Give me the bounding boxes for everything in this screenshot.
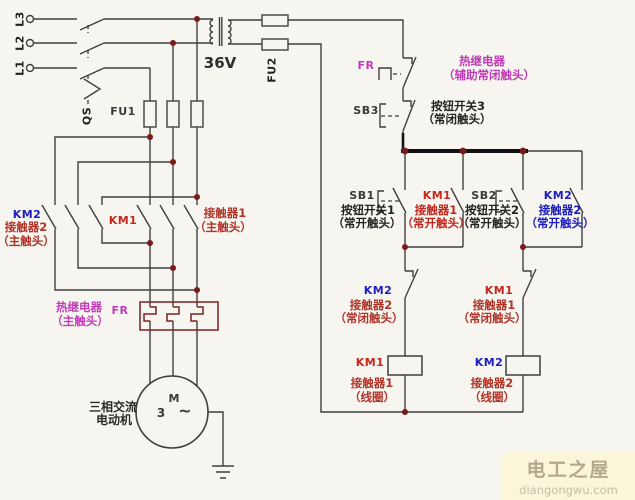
supply-terminals	[25, 14, 35, 73]
transformer-voltage-label: 36V	[203, 54, 237, 72]
sb2-code: SB2	[471, 189, 497, 202]
watermark: 电工之屋 diangongwu.com	[502, 452, 635, 500]
km2-nc-type: （常闭触头）	[334, 311, 404, 325]
km1-no-code: KM1	[422, 189, 452, 202]
phase-l2-label: L2	[13, 35, 27, 51]
fr-aux-type: （辅助常闭触头）	[443, 68, 535, 82]
transformer-primary-coil	[209, 19, 214, 45]
motor-phase-count: 3	[156, 406, 166, 420]
km2-coil-name: 接触器2	[470, 376, 514, 390]
km2-no-code: KM2	[543, 189, 573, 202]
km1-main-name: 接触器1	[203, 206, 247, 220]
sb3-type: （常闭触头）	[422, 112, 492, 126]
motor-symbol-m: M	[168, 392, 180, 405]
qs-switch-label: QS	[80, 106, 94, 126]
km2-main-code: KM2	[12, 208, 42, 221]
motor-circle	[135, 375, 209, 449]
sb2-name: 按钮开关2	[464, 203, 520, 217]
km2-coil-box	[505, 355, 541, 376]
fu1-label: FU1	[110, 105, 136, 118]
km1-nc-name: 接触器1	[472, 298, 516, 312]
km2-no-type: （常开触头）	[525, 216, 595, 230]
fr-main-type: （主触头）	[51, 314, 109, 328]
km1-main-code: KM1	[108, 214, 138, 227]
phase-l3-label: L3	[13, 11, 27, 27]
sb2-type: （常开触头）	[457, 216, 527, 230]
km2-coil-code: KM2	[474, 356, 504, 369]
km1-coil-type: （线圈）	[349, 390, 395, 404]
watermark-domain: diangongwu.com	[519, 483, 618, 497]
junction-dots	[147, 16, 527, 415]
sb3-name: 按钮开关3	[430, 99, 486, 113]
km1-coil-code: KM1	[355, 356, 385, 369]
fr-main-name: 热继电器	[56, 300, 102, 314]
sb1-name: 按钮开关1	[340, 203, 396, 217]
watermark-site-name: 电工之屋	[526, 459, 611, 481]
km1-nc-code: KM1	[484, 284, 514, 297]
fuse-fu1-group	[143, 100, 204, 128]
km2-coil-type: （线圈）	[469, 390, 515, 404]
km1-coil-name: 接触器1	[350, 376, 394, 390]
motor-ac-wave: ~	[178, 401, 192, 420]
km2-nc-name: 接触器2	[349, 298, 393, 312]
km1-no-name: 接触器1	[414, 203, 458, 217]
motor-name-line1: 三相交流	[88, 400, 138, 414]
fr-aux-code: FR	[357, 59, 375, 72]
sb3-code: SB3	[353, 104, 379, 117]
fu2-label: FU2	[265, 57, 279, 83]
sb1-code: SB1	[349, 189, 375, 202]
sb1-type: （常开触头）	[332, 216, 402, 230]
fr-main-code: FR	[111, 304, 129, 317]
phase-l1-label: L1	[13, 60, 27, 76]
fr-aux-name: 热继电器	[459, 54, 505, 68]
transformer-secondary-coil	[227, 19, 232, 45]
km2-no-name: 接触器2	[538, 203, 582, 217]
km1-main-type: （主触头）	[194, 220, 252, 234]
thermal-relay-main-element	[139, 301, 219, 331]
wires	[33, 17, 584, 479]
fuse-fu2-group	[261, 14, 289, 51]
dashed-links	[87, 25, 517, 202]
km1-nc-type: （常闭触头）	[457, 311, 527, 325]
km1-no-type: （常开触头）	[401, 216, 471, 230]
km2-main-name: 接触器2	[4, 220, 48, 234]
km2-nc-code: KM2	[363, 284, 393, 297]
km2-main-type: （主触头）	[0, 234, 55, 248]
km1-coil-box	[387, 355, 423, 376]
motor-name-line2: 电动机	[95, 413, 133, 427]
